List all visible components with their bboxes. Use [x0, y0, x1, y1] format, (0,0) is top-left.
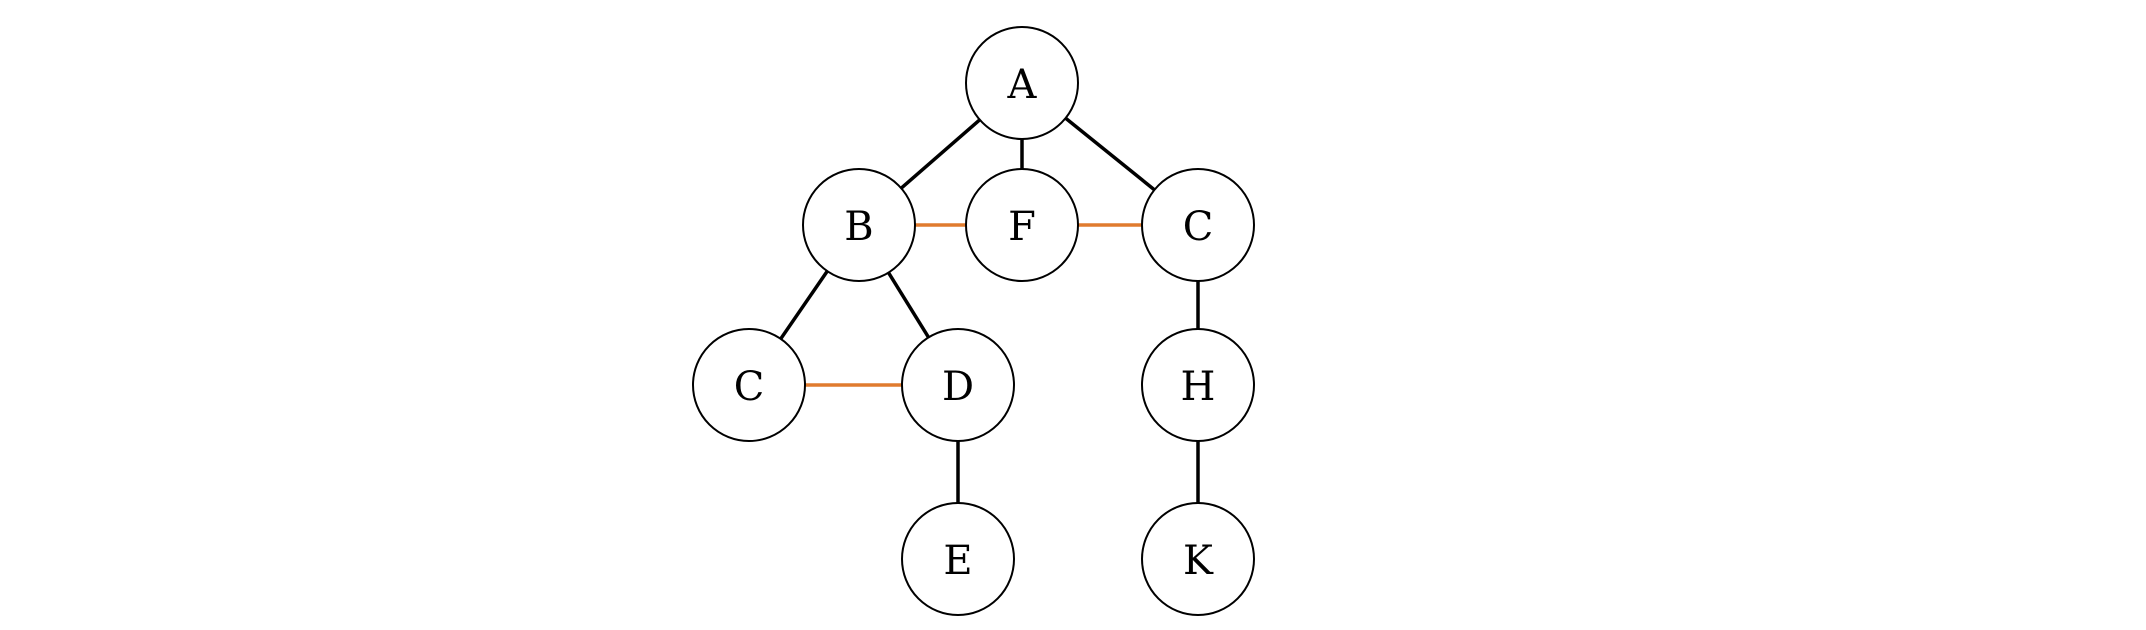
node-b: B: [802, 168, 916, 282]
node-label: E: [943, 538, 972, 584]
node-label: C: [734, 364, 765, 410]
node-a: A: [965, 26, 1079, 140]
node-label: F: [1008, 204, 1036, 250]
node-c2: C: [692, 328, 806, 442]
node-c1: C: [1141, 168, 1255, 282]
node-circle: [1141, 168, 1255, 282]
edges-layer: [747, 81, 1200, 559]
node-label: C: [1183, 204, 1214, 250]
node-circle: [965, 26, 1079, 140]
node-label: D: [942, 364, 974, 410]
node-e: E: [901, 502, 1015, 616]
node-circle: [965, 168, 1079, 282]
node-circle: [901, 502, 1015, 616]
nodes-layer: A B F C C D H E K: [692, 26, 1255, 616]
node-circle: [901, 328, 1015, 442]
node-circle: [1141, 328, 1255, 442]
node-h: H: [1141, 328, 1255, 442]
node-k: K: [1141, 502, 1255, 616]
node-label: H: [1181, 364, 1216, 410]
node-label: B: [844, 204, 873, 250]
node-label: A: [1007, 62, 1038, 108]
node-label: K: [1183, 538, 1214, 584]
node-f: F: [965, 168, 1079, 282]
node-circle: [1141, 502, 1255, 616]
node-d: D: [901, 328, 1015, 442]
node-circle: [802, 168, 916, 282]
node-circle: [692, 328, 806, 442]
